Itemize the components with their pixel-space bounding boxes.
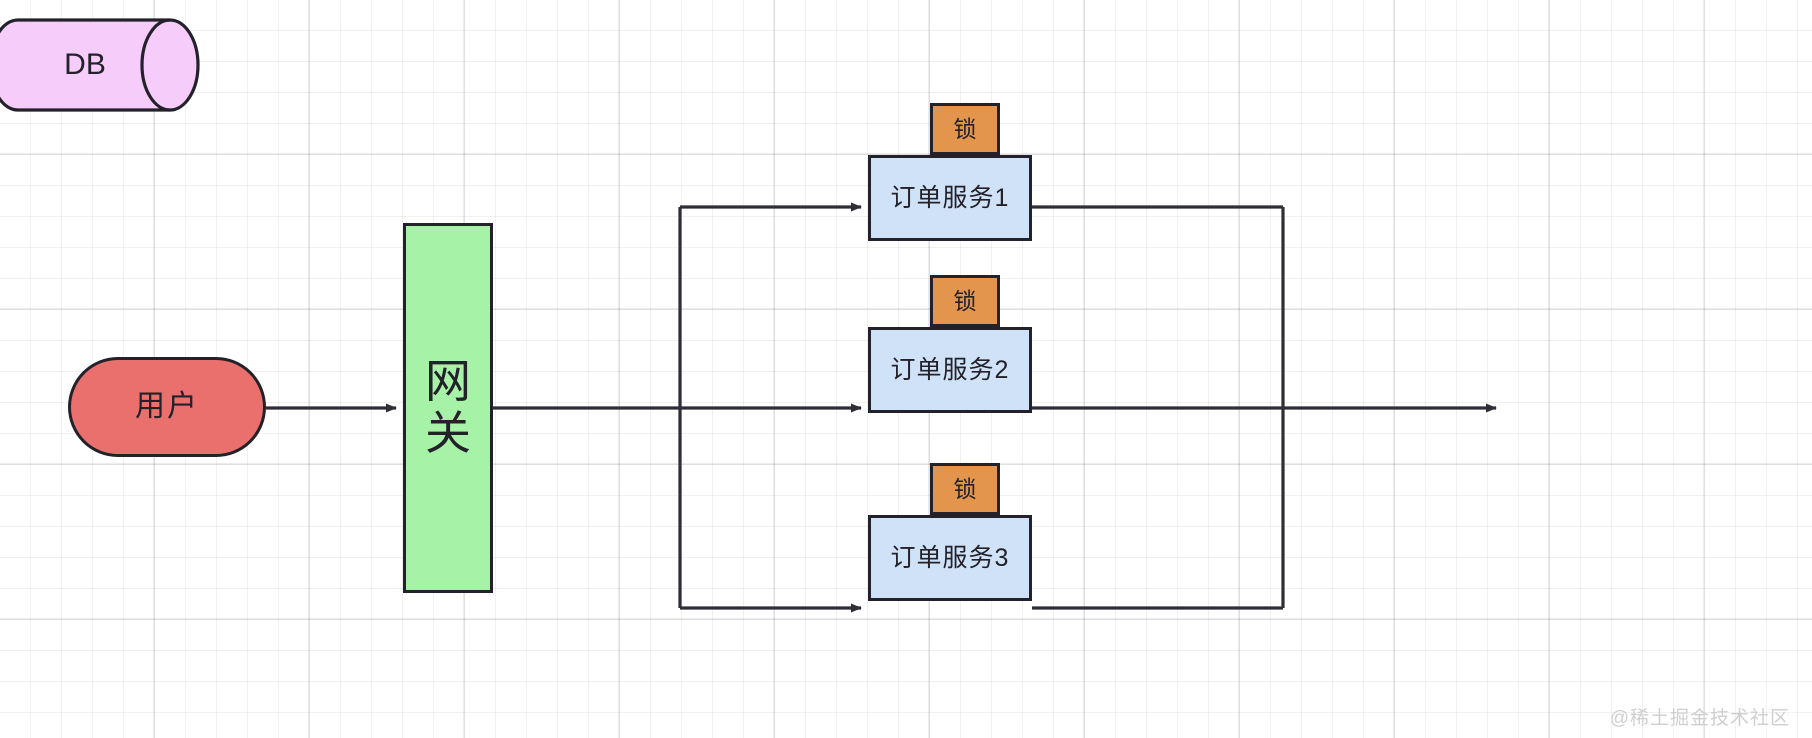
node-order-service-1-label: 订单服务1 [890,183,1010,212]
node-order-service-3[interactable]: 订单服务3 [868,515,1032,601]
node-lock-3[interactable]: 锁 [930,463,1000,515]
database-cylinder-icon [0,18,200,112]
node-gateway[interactable]: 网关 [403,223,493,593]
node-lock-1[interactable]: 锁 [930,103,1000,155]
node-database[interactable]: DB [0,0,200,130]
node-user[interactable]: 用户 [68,357,266,457]
node-user-label: 用户 [135,389,199,423]
node-order-service-3-label: 订单服务3 [890,543,1010,572]
node-gateway-label: 网关 [425,355,471,459]
node-lock-2[interactable]: 锁 [930,275,1000,327]
node-lock-1-label: 锁 [953,115,977,142]
node-order-service-2-label: 订单服务2 [890,355,1010,384]
node-order-service-2[interactable]: 订单服务2 [868,327,1032,413]
watermark: @稀土掘金技术社区 [1609,708,1790,729]
node-lock-2-label: 锁 [953,287,977,314]
node-order-service-1[interactable]: 订单服务1 [868,155,1032,241]
node-lock-3-label: 锁 [953,475,977,502]
node-database-label: DB [64,48,106,81]
